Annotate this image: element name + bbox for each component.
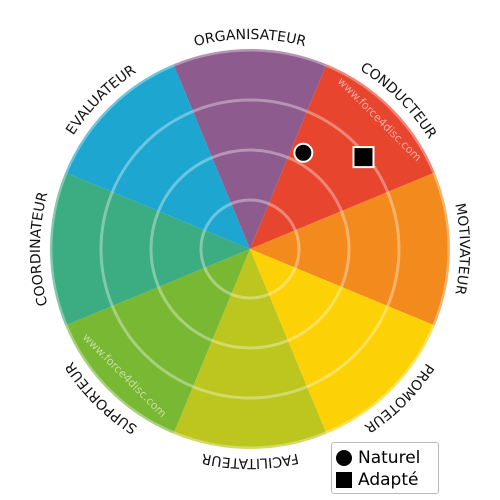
sector-facilitateur (173, 249, 327, 449)
circle-marker-icon (336, 450, 352, 466)
legend-item-naturel: Naturel (336, 447, 438, 469)
sector-organisateur (173, 49, 327, 249)
ring-4 (49, 48, 451, 450)
legend-label: Naturel (358, 448, 421, 468)
sector-motivateur (250, 172, 450, 326)
sector-supporteur (65, 249, 250, 434)
profile-points (293, 142, 375, 169)
ring-3 (99, 98, 401, 400)
point-adapt- (352, 146, 375, 169)
sector-conducteur (250, 64, 435, 249)
wheel-rings (49, 48, 451, 450)
sector-evaluateur (65, 64, 250, 249)
legend-label: Adapté (358, 470, 419, 490)
wheel-sectors (50, 49, 450, 449)
sector-coordinateur (50, 172, 251, 326)
ring-1 (199, 198, 301, 300)
sector-label-motivateur: MOTIVATEUR (451, 202, 472, 297)
legend: Naturel Adapté (331, 442, 439, 494)
square-marker-icon (336, 472, 352, 488)
point-naturel (293, 142, 314, 163)
legend-item-adapte: Adapté (336, 469, 438, 491)
sector-label-organisateur: ORGANISATEUR (192, 27, 308, 50)
sector-label-coordinateur: COORDINATEUR (28, 190, 52, 308)
sector-label-facilitateur: FACILITATEUR (200, 450, 300, 471)
sector-promoteur (250, 249, 435, 434)
ring-2 (149, 148, 351, 350)
